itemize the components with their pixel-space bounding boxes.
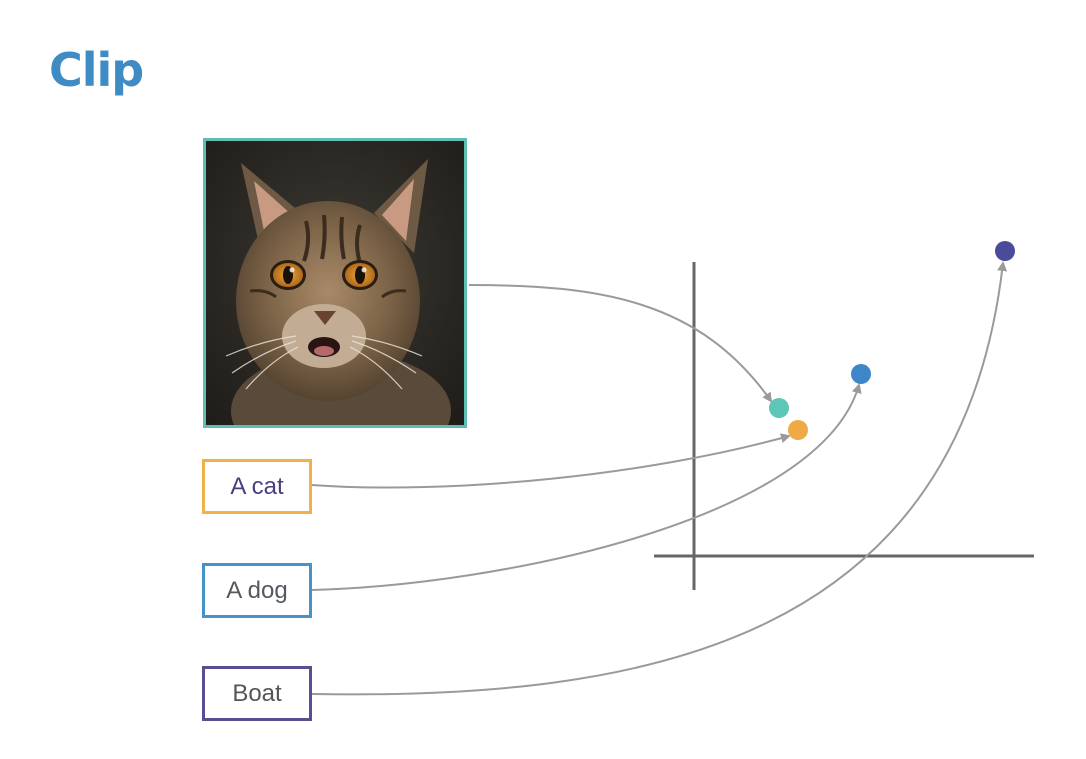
text-box-boat-label: Boat xyxy=(232,679,282,707)
text-box-boat: Boat xyxy=(202,666,312,721)
arrow-cat-to-point xyxy=(311,433,791,489)
cat-photo xyxy=(203,138,467,428)
arrow-image-to-point xyxy=(468,284,773,403)
cat-embedding-point xyxy=(788,420,808,440)
text-box-a-dog-label: A dog xyxy=(226,576,288,604)
boat-embedding-point xyxy=(995,241,1015,261)
text-box-a-cat-label: A cat xyxy=(230,472,284,500)
text-box-a-cat: A cat xyxy=(202,459,312,514)
cat-photo-illustration xyxy=(206,141,464,425)
text-box-a-dog: A dog xyxy=(202,563,312,618)
dog-embedding-point xyxy=(851,364,871,384)
slide-title: Clip xyxy=(49,43,144,97)
image-embedding-point xyxy=(769,398,789,418)
